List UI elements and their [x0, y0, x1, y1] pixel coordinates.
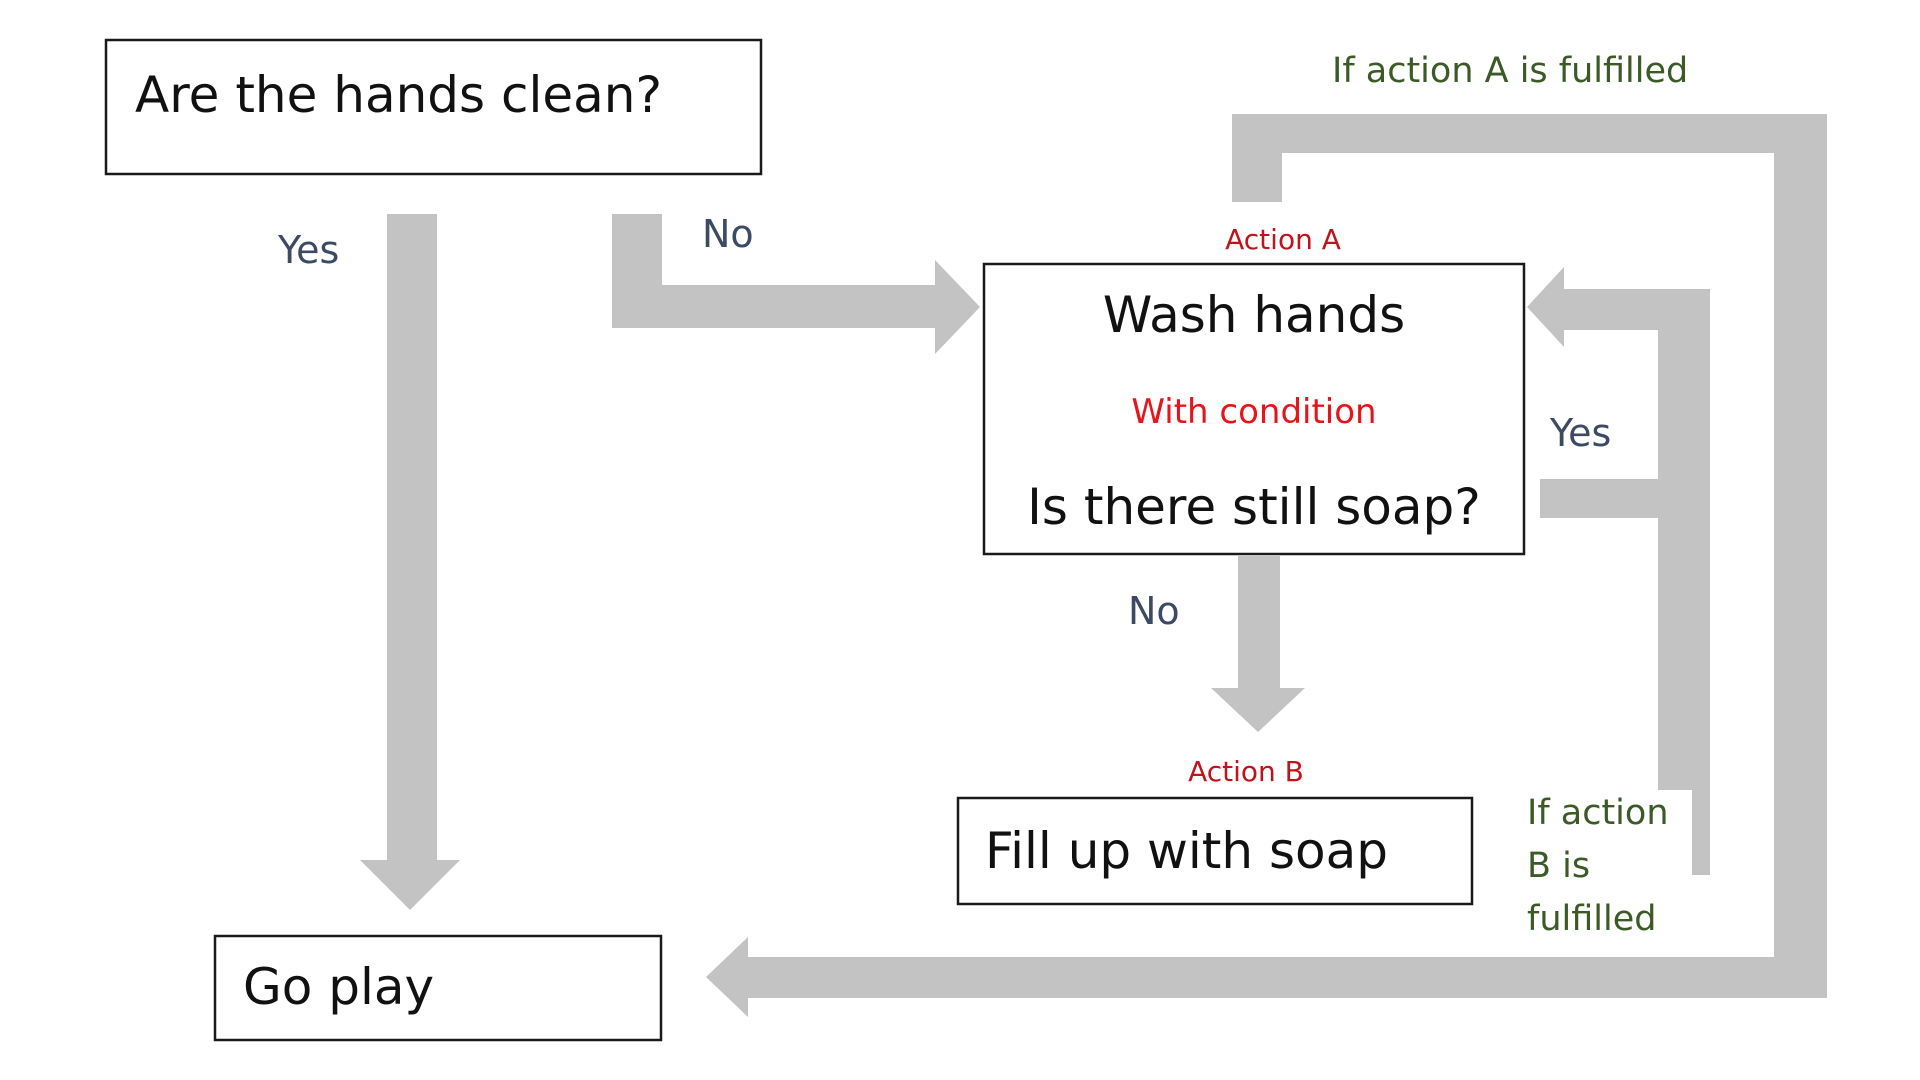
- node-are-hands-clean-text: Are the hands clean?: [135, 66, 662, 124]
- if-action-a-fulfilled-label: If action A is fulfilled: [1332, 51, 1688, 91]
- yes-label-left: Yes: [277, 228, 339, 272]
- arrow-yes-to-go-play: [360, 214, 460, 910]
- no-label-middle: No: [1128, 589, 1180, 633]
- action-a-label: Action A: [1225, 223, 1341, 256]
- action-b-label: Action B: [1188, 755, 1304, 788]
- node-go-play-text: Go play: [243, 958, 434, 1016]
- if-action-b-label-line3: fulfilled: [1527, 899, 1656, 939]
- node-are-hands-clean: Are the hands clean?: [104, 38, 763, 176]
- node-go-play: Go play: [213, 934, 663, 1042]
- yes-label-right: Yes: [1549, 411, 1611, 455]
- arrow-yes-loop-back: [1527, 267, 1710, 875]
- node-fill-soap: Fill up with soap: [956, 796, 1474, 906]
- node-wash-hands-condition: With condition: [1131, 392, 1376, 432]
- node-wash-hands: Wash hands With condition Is there still…: [982, 262, 1526, 556]
- arrow-no-to-fill-soap: [1211, 556, 1305, 732]
- arrow-no-to-wash-hands: [612, 214, 980, 354]
- if-action-b-label-line1: If action: [1527, 793, 1669, 833]
- node-fill-soap-text: Fill up with soap: [985, 822, 1388, 880]
- node-wash-hands-question: Is there still soap?: [1027, 478, 1481, 536]
- node-wash-hands-title: Wash hands: [1103, 286, 1405, 344]
- if-action-b-label-line2: B is: [1527, 846, 1590, 886]
- no-label-top: No: [702, 212, 754, 256]
